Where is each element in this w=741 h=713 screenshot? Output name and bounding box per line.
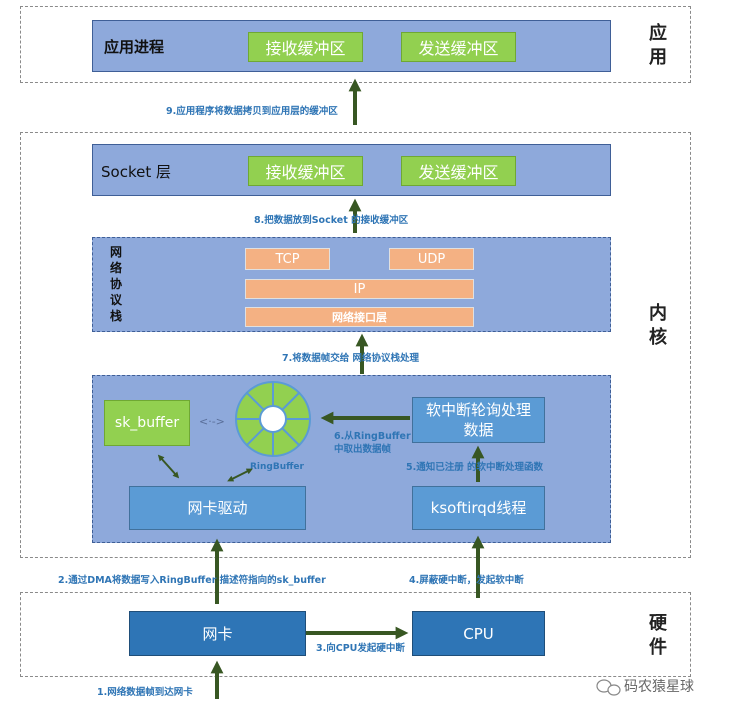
protocol-stack-title: 网 络 协 议 栈: [109, 245, 122, 323]
link-skbuffer-driver: [157, 454, 180, 479]
step1-note: 1.网络数据帧到达网卡: [97, 687, 193, 698]
udp-box: UDP: [389, 248, 474, 270]
ringbuffer-icon: [235, 381, 311, 457]
side-label-kernel: 内 核: [649, 303, 667, 348]
side-label-hardware: 硬 件: [649, 613, 667, 658]
nic-driver-box: 网卡驱动: [129, 486, 306, 530]
nic-box: 网卡: [129, 611, 306, 656]
app-recv-buffer: 接收缓冲区: [248, 32, 363, 62]
hardware-zone: [20, 592, 691, 677]
sk-ring-link: <·->: [199, 415, 225, 428]
step9-note: 9.应用程序将数据拷贝到应用层的缓冲区: [166, 106, 338, 117]
side-label-app: 应 用: [649, 23, 667, 68]
ip-box: IP: [245, 279, 474, 299]
step4-note: 4.屏蔽硬中断，发起软中断: [409, 575, 524, 586]
socket-layer-title: Socket 层: [101, 163, 171, 181]
softirq-poll-box: 软中断轮询处理 数据: [412, 397, 545, 443]
ksoftirqd-box: ksoftirqd线程: [412, 486, 545, 530]
kernel-zone: [20, 132, 691, 558]
watermark-icon: [596, 679, 621, 696]
ringbuffer-label: RingBuffer: [250, 462, 304, 472]
watermark-text: 码农猿星球: [624, 679, 694, 695]
step2-note: 2.通过DMA将数据写入RingBuffer 描述符指向的sk_buffer: [58, 575, 326, 586]
socket-recv-buffer: 接收缓冲区: [248, 156, 363, 186]
socket-send-buffer: 发送缓冲区: [401, 156, 516, 186]
step8-note: 8.把数据放到Socket 的接收缓冲区: [254, 215, 409, 226]
step7-note: 7.将数据帧交给 网络协议栈处理: [282, 353, 420, 364]
link-ringbuffer-driver: [227, 468, 253, 482]
app-process-title: 应用进程: [104, 38, 165, 56]
app-send-buffer: 发送缓冲区: [401, 32, 516, 62]
cpu-box: CPU: [412, 611, 545, 656]
step3-note: 3.向CPU发起硬中断: [316, 643, 405, 654]
tcp-box: TCP: [245, 248, 330, 270]
netif-box: 网络接口层: [245, 307, 474, 327]
softirq-poll-label: 软中断轮询处理 数据: [425, 401, 531, 439]
step5-note: 5.通知已注册 的软中断处理函数: [406, 462, 544, 473]
sk-buffer-box: sk_buffer: [104, 400, 190, 446]
step6-note: 6.从RingBuffer 中取出数据帧: [334, 431, 411, 455]
